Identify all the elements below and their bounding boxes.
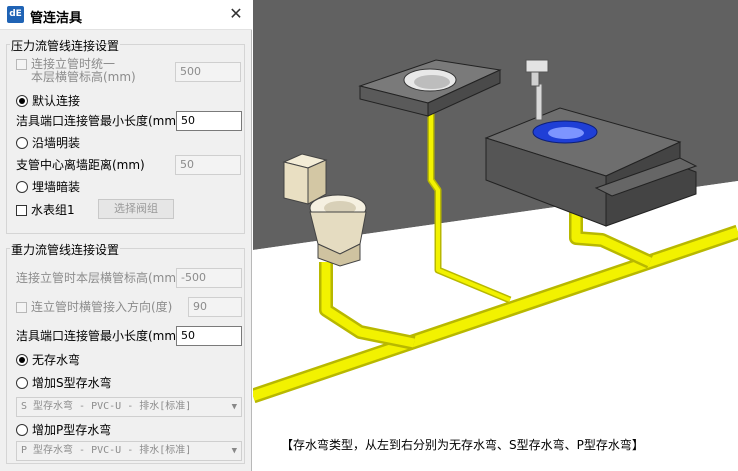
toilet-branch-pipe (319, 262, 416, 350)
riser-elevation-label: 连接立管时本层横管标高(mm) (16, 271, 181, 285)
pressure-fixture-min-length-input[interactable]: 50 (176, 111, 242, 131)
riser-elevation-input[interactable]: -500 (176, 268, 242, 288)
select-valve-group-button[interactable]: 选择阀组 (98, 199, 174, 219)
s-trap-type-select[interactable]: S 型存水弯 - PVC-U - 排水[标准] ▼ (16, 397, 242, 417)
riser-direction-label: 连立管时横管接入方向(度) (31, 300, 173, 314)
meter-group-option[interactable]: 水表组1 (16, 201, 75, 219)
p-trap-type-select[interactable]: P 型存水弯 - PVC-U - 排水[标准] ▼ (16, 441, 242, 461)
s-trap-radio[interactable] (16, 377, 28, 389)
branch-wall-distance-input[interactable]: 50 (175, 155, 241, 175)
squat-toilet-platform (484, 59, 698, 227)
wash-basin (358, 59, 502, 117)
embedded-label: 埋墙暗装 (32, 180, 81, 194)
pressure-flow-group-title: 压力流管线连接设置 (10, 37, 121, 54)
p-trap-radio[interactable] (16, 424, 28, 436)
s-trap-option[interactable]: 增加S型存水弯 (16, 374, 112, 392)
connect-fixtures-dialog: dE 管连洁具 ✕ 压力流管线连接设置 连接立管时统一 本层横管标高(mm) 5… (0, 0, 252, 471)
branch-wall-distance-label: 支管中心离墙距离(mm) (16, 158, 145, 172)
no-trap-label: 无存水弯 (32, 353, 81, 367)
dialog-title: 管连洁具 (30, 11, 83, 26)
p-trap-label: 增加P型存水弯 (32, 423, 112, 437)
meter-group-checkbox[interactable] (16, 205, 27, 216)
along-wall-label: 沿墙明装 (32, 136, 81, 150)
gravity-fixture-min-length-input[interactable]: 50 (176, 326, 242, 346)
embedded-radio[interactable] (16, 181, 28, 193)
unify-elevation-checkbox[interactable] (16, 59, 27, 70)
along-wall-radio[interactable] (16, 137, 28, 149)
riser-direction-option[interactable]: 连立管时横管接入方向(度) (16, 298, 172, 316)
gravity-fixture-min-length-label: 洁具端口连接管最小长度(mm) (16, 329, 181, 343)
gravity-flow-group (6, 248, 245, 464)
basin-branch-pipe (427, 112, 512, 304)
meter-group-label: 水表组1 (31, 203, 75, 217)
chevron-down-icon: ▼ (231, 446, 237, 456)
app-logo-icon: dE (7, 6, 24, 23)
default-connect-option[interactable]: 默认连接 (16, 92, 80, 110)
p-trap-option[interactable]: 增加P型存水弯 (16, 421, 111, 439)
p-trap-type-value: P 型存水弯 - PVC-U - 排水[标准] (21, 445, 192, 456)
model-viewport (253, 0, 738, 471)
no-trap-radio[interactable] (16, 354, 28, 366)
close-icon[interactable]: ✕ (229, 4, 243, 23)
unify-elevation-option[interactable]: 连接立管时统一 本层横管标高(mm) (16, 58, 136, 86)
no-trap-option[interactable]: 无存水弯 (16, 351, 80, 369)
squat-branch-pipe (569, 200, 653, 269)
default-connect-radio[interactable] (16, 95, 28, 107)
unify-elevation-label-line1: 连接立管时统一 (31, 57, 116, 71)
main-drain-pipe (253, 224, 738, 404)
floor-toilet (282, 153, 367, 267)
unify-elevation-input[interactable]: 500 (175, 62, 241, 82)
chevron-down-icon: ▼ (231, 402, 237, 412)
pressure-fixture-min-length-label: 洁具端口连接管最小长度(mm) (16, 114, 181, 128)
pressure-flow-group (6, 44, 245, 234)
riser-direction-checkbox[interactable] (16, 302, 27, 313)
dialog-titlebar: dE 管连洁具 ✕ (0, 0, 252, 30)
s-trap-label: 增加S型存水弯 (32, 376, 112, 390)
embedded-option[interactable]: 埋墙暗装 (16, 178, 80, 196)
unify-elevation-label-line2: 本层横管标高(mm) (31, 70, 136, 84)
along-wall-option[interactable]: 沿墙明装 (16, 134, 80, 152)
default-connect-label: 默认连接 (32, 94, 81, 108)
gravity-flow-group-title: 重力流管线连接设置 (10, 241, 121, 258)
riser-direction-input[interactable]: 90 (188, 297, 242, 317)
s-trap-type-value: S 型存水弯 - PVC-U - 排水[标准] (21, 401, 192, 412)
trap-type-caption: 【存水弯类型，从左到右分别为无存水弯、S型存水弯、P型存水弯】 (281, 438, 644, 452)
